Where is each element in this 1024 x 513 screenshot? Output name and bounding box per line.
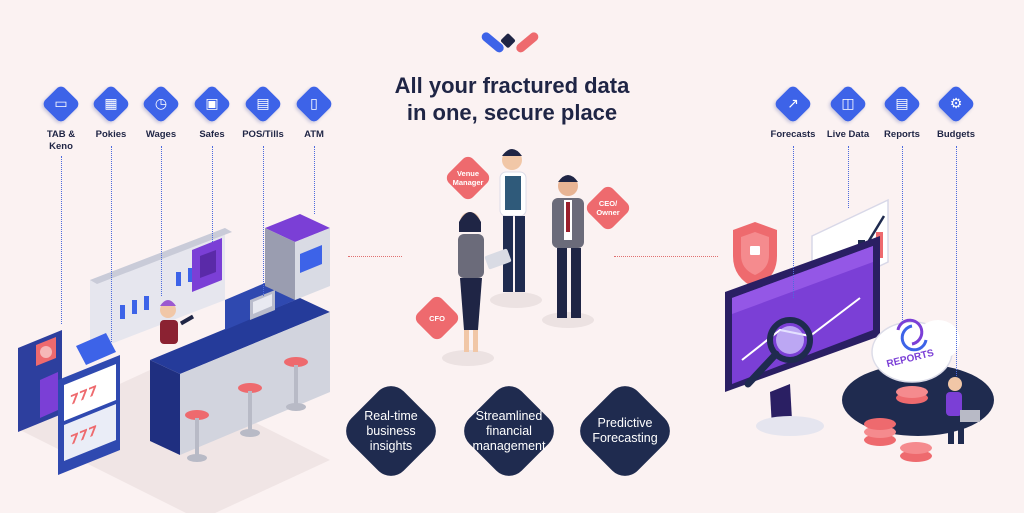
feature-financial-management: Streamlined financial management [456, 378, 562, 484]
connector-line-left [348, 256, 402, 257]
role-badge-cfo: CFO [411, 292, 463, 344]
headline-line-2: in one, secure place [406, 100, 618, 125]
connector-line [902, 146, 903, 322]
source-label-atm: ATM [304, 129, 324, 140]
role-badge-ceo-owner: CEO/ Owner [582, 182, 634, 234]
output-label-live-data: Live Data [826, 129, 870, 140]
source-label-safes: Safes [199, 129, 225, 140]
source-label-wages: Wages [145, 129, 177, 140]
forecast-chart-icon: ↗ [773, 84, 813, 124]
safe-icon: ▣ [192, 84, 232, 124]
brand-logo [481, 32, 539, 53]
dashboard-illustration [725, 198, 994, 462]
clock-icon: ◷ [141, 84, 181, 124]
role-badge-venue-manager: Venue Manager [442, 152, 494, 204]
output-label-forecasts: Forecasts [770, 129, 816, 140]
atm-icon: ▯ [294, 84, 334, 124]
venue-illustration [18, 214, 330, 513]
connector-line [161, 146, 162, 296]
headline: All your fractured data in one, secure p… [330, 72, 694, 126]
connector-line [848, 146, 849, 208]
headline-line-1: All your fractured data [394, 73, 630, 98]
live-data-icon: ◫ [828, 84, 868, 124]
report-icon: ▤ [882, 84, 922, 124]
connector-line [793, 146, 794, 298]
budget-icon: ⚙ [936, 84, 976, 124]
connector-line [956, 146, 957, 376]
team-illustration [442, 149, 594, 366]
tab-keno-icon: ▭ [41, 84, 81, 124]
output-label-reports: Reports [884, 129, 920, 140]
output-label-budgets: Budgets [937, 129, 975, 140]
feature-predictive-forecasting: Predictive Forecasting [572, 378, 678, 484]
connector-line [212, 146, 213, 242]
feature-real-time-insights: Real-time business insights [338, 378, 444, 484]
pokies-icon: ▦ [91, 84, 131, 124]
register-icon: ▤ [243, 84, 283, 124]
connector-line-right [614, 256, 718, 257]
connector-line [61, 156, 62, 324]
connector-line [314, 146, 315, 214]
source-label-pos-tills: POS/Tills [242, 129, 284, 140]
connector-line [111, 146, 112, 342]
source-label-tab-keno: TAB & Keno [46, 129, 76, 152]
source-label-pokies: Pokies [95, 129, 127, 140]
connector-line [263, 146, 264, 296]
